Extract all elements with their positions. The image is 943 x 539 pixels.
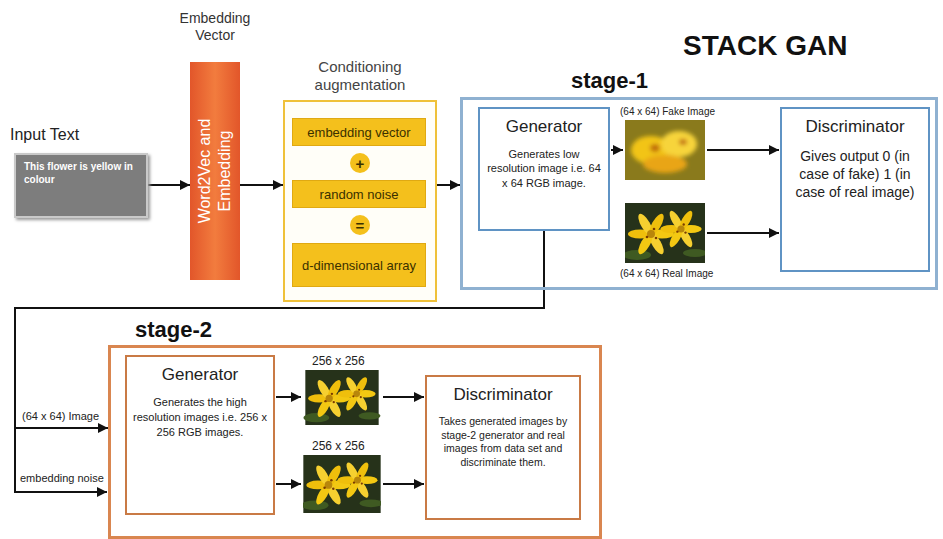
embedding-bar: Embedding VectorWord2Vec and Embedding	[190, 62, 240, 280]
conditioning-heading: Conditioning augmentation	[283, 58, 437, 94]
box-text: random noise	[320, 187, 399, 202]
stage-heading: stage-2	[135, 317, 212, 343]
flow-arrow	[383, 483, 424, 485]
flow-arrow	[611, 149, 623, 151]
fake-image	[625, 120, 705, 180]
input-text: This flower is yellow in colour	[24, 161, 138, 186]
box-body: Gives output 0 (in case of fake) 1 (in c…	[788, 147, 922, 202]
stage-heading: stage-1	[571, 68, 648, 94]
box-body: Takes generated images by stage-2 genera…	[433, 415, 573, 470]
signal-label: embedding noise	[20, 472, 104, 484]
image-label: (64 x 64) Real Image	[620, 268, 713, 279]
image-label: 256 x 256	[312, 354, 365, 368]
flow-arrow	[276, 483, 301, 485]
real-image	[623, 203, 707, 263]
operator-circle: =	[350, 215, 370, 235]
box-heading: Discriminator	[433, 385, 573, 405]
conditioning-box: Conditioning augmentationembedding vecto…	[283, 100, 437, 302]
box-body: Generates the high resolution images i.e…	[133, 395, 267, 440]
image-label: (64 x 64) Fake Image	[620, 106, 715, 117]
flow-arrow	[383, 396, 424, 398]
flow-arrow	[707, 149, 779, 151]
embedding-text: Word2Vec and Embedding	[195, 96, 235, 246]
process-box: d-dimensional array	[292, 243, 426, 287]
box-heading: Generator	[486, 117, 602, 137]
operator-symbol: +	[356, 156, 365, 171]
image-label: 256 x 256	[312, 439, 365, 453]
operator-symbol: =	[356, 218, 365, 233]
process-box: random noise	[292, 180, 426, 208]
discriminator-box: DiscriminatorGives output 0 (in case of …	[780, 107, 930, 272]
generator-box: GeneratorGenerates low resolution image …	[478, 107, 610, 231]
noise-arrow	[15, 428, 107, 492]
flow-arrow	[276, 396, 301, 398]
generated-image	[304, 370, 381, 425]
box-heading: Discriminator	[788, 117, 922, 137]
stage-panel: stage-1GeneratorGenerates low resolution…	[460, 97, 938, 290]
generated-image	[301, 455, 382, 513]
edge-label: (64 x 64) Image	[20, 410, 101, 422]
flow-connector	[148, 184, 190, 186]
input-heading: Input Text	[10, 125, 79, 145]
generator-box: GeneratorGenerates the high resolution i…	[125, 355, 275, 515]
diagram-title: STACK GAN	[683, 30, 847, 62]
input-text-box: Input TextThis flower is yellow in colou…	[14, 153, 148, 218]
embedding-heading: Embedding Vector	[170, 10, 260, 44]
box-body: Generates low resolution image i.e. 64 x…	[486, 147, 602, 190]
flow-connector	[240, 184, 283, 186]
box-text: d-dimensional array	[302, 258, 416, 273]
discriminator-box: DiscriminatorTakes generated images by s…	[425, 375, 581, 520]
process-box: embedding vector	[292, 118, 426, 146]
operator-circle: +	[350, 153, 370, 173]
flow-arrow	[707, 232, 779, 234]
box-text: embedding vector	[307, 125, 410, 140]
box-heading: Generator	[133, 365, 267, 385]
flow-connector	[437, 184, 460, 186]
